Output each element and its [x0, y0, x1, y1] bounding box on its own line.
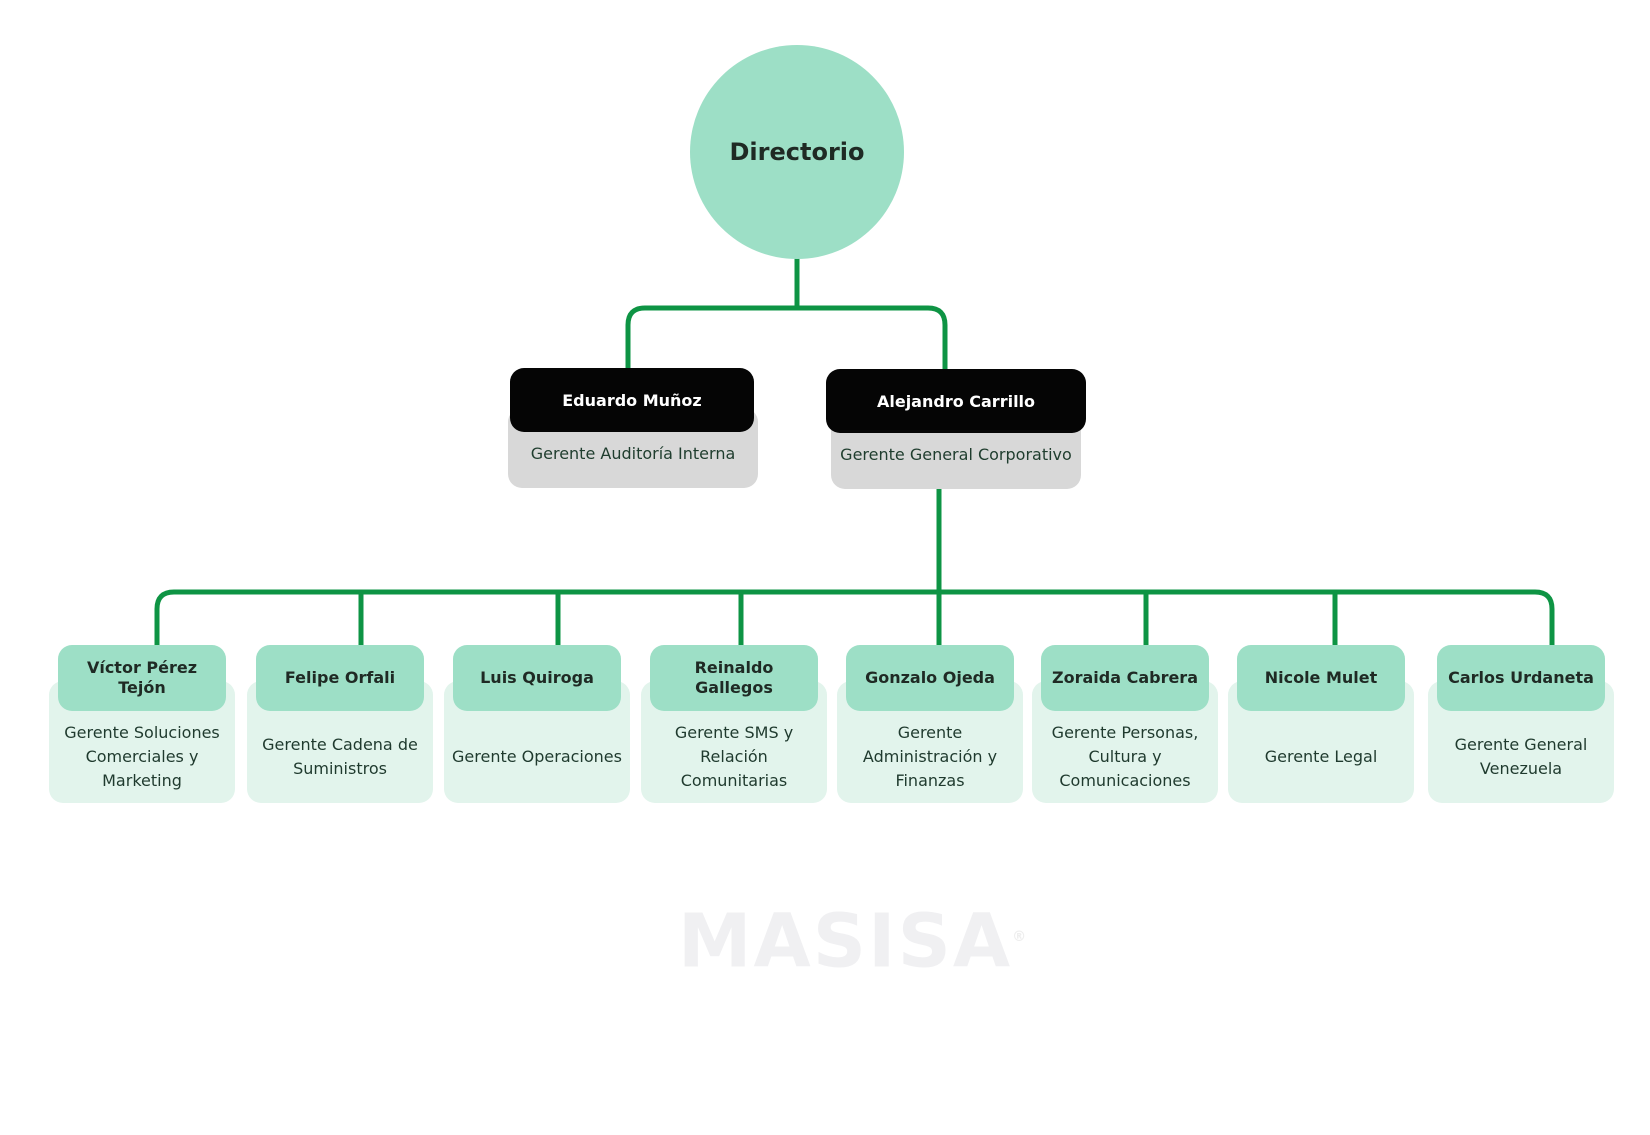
- report-card: Gerente Soluciones Comerciales y Marketi…: [49, 645, 235, 803]
- manager-name: Alejandro Carrillo: [876, 391, 1036, 411]
- report-name: Zoraida Cabrera: [1051, 668, 1198, 687]
- report-name: Luis Quiroga: [480, 668, 594, 687]
- report-name-box: Zoraida Cabrera: [1041, 645, 1209, 711]
- report-card: Gerente Personas, Cultura y Comunicacion…: [1032, 645, 1218, 803]
- report-name: Felipe Orfali: [284, 668, 396, 687]
- manager-card-general: Gerente General Corporativo Alejandro Ca…: [826, 369, 1086, 489]
- report-card: Gerente Legal Nicole Mulet: [1228, 645, 1414, 803]
- manager-card-auditoria: Gerente Auditoría Interna Eduardo Muñoz: [508, 368, 758, 488]
- report-role: Gerente Legal: [1264, 747, 1378, 766]
- report-name-box: Víctor Pérez Tejón: [58, 645, 226, 711]
- connector-reports-bar: [154, 589, 1555, 648]
- report-name-box: Nicole Mulet: [1237, 645, 1405, 711]
- report-card: Gerente SMS y Relación Comunitarias Rein…: [641, 645, 827, 803]
- report-card: Gerente Cadena de Suministros Felipe Orf…: [247, 645, 433, 803]
- report-name-box: Carlos Urdaneta: [1437, 645, 1605, 711]
- manager-role: Gerente General Corporativo: [840, 445, 1072, 464]
- root-node-directorio: Directorio: [690, 45, 904, 259]
- masisa-logo: MASISA®: [632, 900, 1072, 979]
- report-card: Gerente General Venezuela Carlos Urdanet…: [1428, 645, 1614, 803]
- manager-role: Gerente Auditoría Interna: [530, 444, 736, 463]
- root-label: Directorio: [729, 138, 865, 166]
- manager-name-box: Eduardo Muñoz: [510, 368, 754, 432]
- report-card: Gerente Administración y Finanzas Gonzal…: [837, 645, 1023, 803]
- report-role: Gerente Cadena de Suministros: [262, 735, 418, 778]
- report-role: Gerente Administración y Finanzas: [862, 723, 998, 790]
- report-name: Reinaldo Gallegos: [694, 658, 774, 697]
- report-name-box: Gonzalo Ojeda: [846, 645, 1014, 711]
- report-name-box: Reinaldo Gallegos: [650, 645, 818, 711]
- report-name: Nicole Mulet: [1264, 668, 1378, 687]
- manager-name: Eduardo Muñoz: [562, 390, 702, 410]
- connector-managers-bar: [625, 305, 948, 373]
- report-role: Gerente Soluciones Comerciales y Marketi…: [64, 723, 220, 790]
- report-name: Gonzalo Ojeda: [865, 668, 995, 687]
- report-role: Gerente Personas, Cultura y Comunicacion…: [1051, 723, 1199, 790]
- report-name: Carlos Urdaneta: [1448, 668, 1594, 687]
- report-name-box: Felipe Orfali: [256, 645, 424, 711]
- report-role: Gerente General Venezuela: [1454, 735, 1588, 778]
- report-role: Gerente SMS y Relación Comunitarias: [674, 723, 794, 790]
- report-name-box: Luis Quiroga: [453, 645, 621, 711]
- logo-text: MASISA: [677, 898, 1013, 985]
- report-card: Gerente Operaciones Luis Quiroga: [444, 645, 630, 803]
- manager-name-box: Alejandro Carrillo: [826, 369, 1086, 433]
- registered-mark: ®: [1012, 929, 1027, 945]
- report-name: Víctor Pérez Tejón: [86, 658, 198, 697]
- report-role: Gerente Operaciones: [452, 747, 622, 766]
